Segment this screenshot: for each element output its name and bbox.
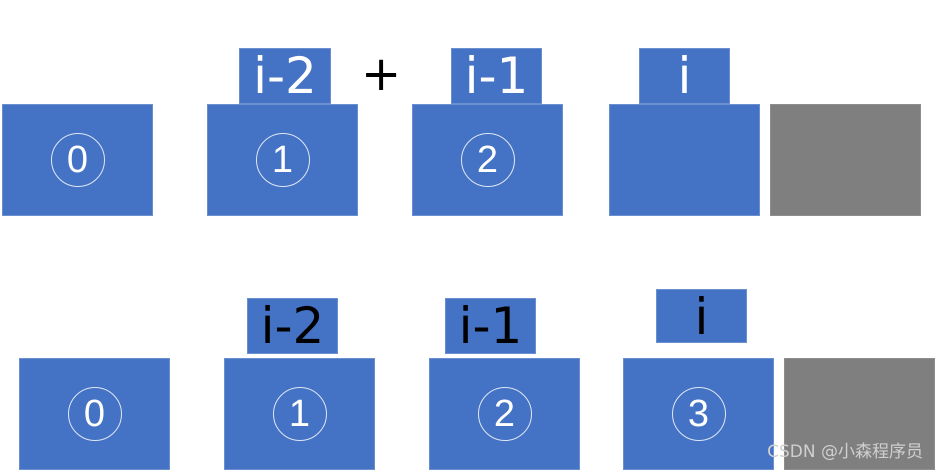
watermark-text: CSDN @小森程序员 (767, 442, 923, 462)
cell-index-circle: 3 (671, 387, 726, 441)
cell-index-circle: 2 (460, 133, 515, 187)
pointer-label-i-minus-1: i-1 (445, 298, 536, 354)
array-cell-1: 1 (207, 104, 358, 216)
pointer-label-i-minus-2: i-2 (239, 48, 331, 104)
array-cell-0: 0 (2, 104, 153, 216)
cell-index-circle: 1 (272, 387, 327, 441)
array-cell-3 (609, 104, 760, 216)
cell-index-circle: 0 (50, 133, 105, 187)
pointer-label-i: i (639, 48, 730, 104)
array-cell-empty (784, 358, 935, 470)
cell-index-circle: 2 (477, 387, 532, 441)
array-cell-empty (770, 104, 921, 216)
pointer-label-i-minus-2: i-2 (247, 298, 338, 354)
pointer-label-i-minus-1: i-1 (451, 48, 542, 104)
array-cell-0: 0 (19, 358, 170, 470)
plus-operator: + (361, 46, 402, 102)
cell-index-circle: 1 (255, 133, 310, 187)
array-cell-1: 1 (224, 358, 375, 470)
array-cell-3: 3 (623, 358, 774, 470)
array-cell-2: 2 (429, 358, 580, 470)
pointer-label-i: i (656, 289, 747, 344)
array-cell-2: 2 (412, 104, 563, 216)
cell-index-circle: 0 (67, 387, 122, 441)
